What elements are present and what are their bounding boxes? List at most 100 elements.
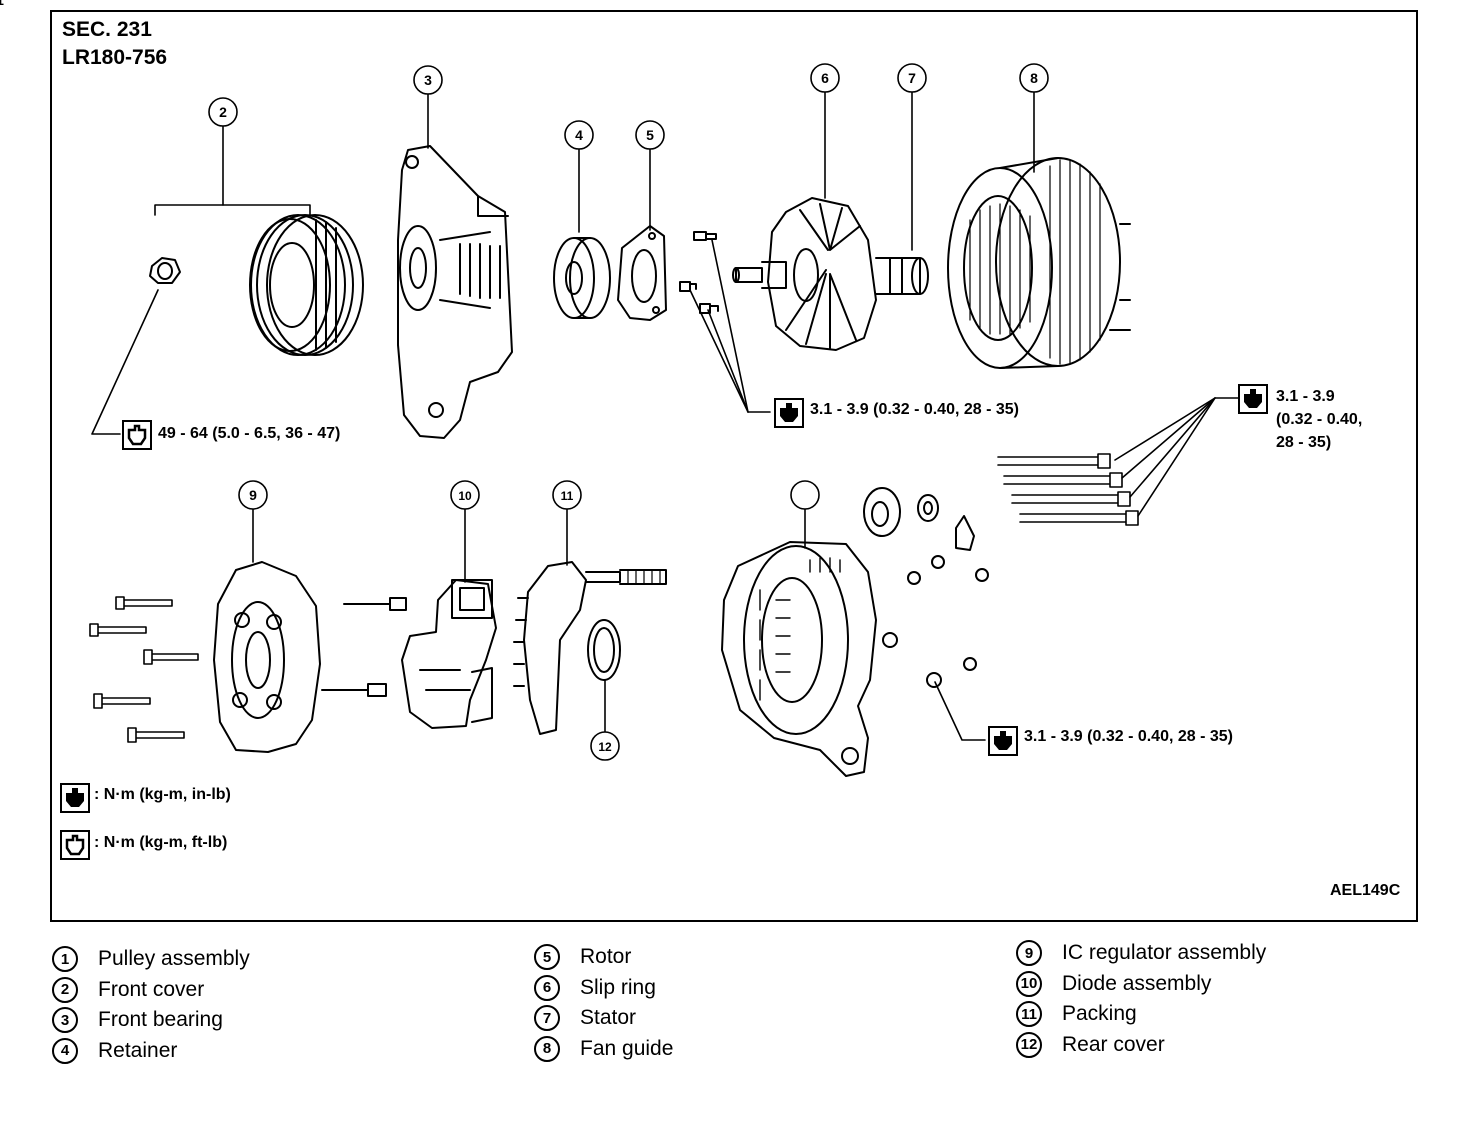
- part-label: Front bearing: [98, 1008, 223, 1032]
- parts-list-item: 5 Rotor: [534, 942, 673, 973]
- callout-number-6: 6: [821, 70, 829, 86]
- part-number: 10: [1016, 970, 1042, 997]
- part-label: Rotor: [580, 945, 632, 969]
- front-bearing-shape: [553, 237, 611, 319]
- parts-list-column-1: 1 Pulley assembly 2 Front cover 3 Front bea…: [52, 944, 250, 1066]
- part-number: 4: [52, 1037, 78, 1064]
- callout-11: [590, 731, 620, 761]
- parts-list-column-2: 5 Rotor 6 Slip ring 7 Stator 8 Fan guide: [534, 942, 673, 1064]
- part-label: Front cover: [98, 977, 205, 1001]
- callout-number-4: 4: [575, 127, 583, 143]
- fan-guide-shape: [213, 561, 321, 753]
- part-number: 7: [534, 1005, 560, 1032]
- legend-inlb-wrench-icon: [60, 783, 90, 813]
- front-cover-shape: [397, 145, 513, 439]
- parts-list-item: 2 Front cover: [52, 975, 250, 1006]
- part-label: Fan guide: [580, 1036, 674, 1060]
- torque-spec-bolts-line3: 28 - 35): [1276, 434, 1332, 451]
- callout-number-1: 1: [0, 0, 4, 8]
- parts-list-item: 6 Slip ring: [534, 973, 673, 1004]
- part-number: 11: [1016, 1001, 1042, 1028]
- retainer-shape: [617, 225, 667, 321]
- rotor-shape: [732, 197, 877, 351]
- part-number: 8: [534, 1035, 560, 1062]
- part-number: 1: [52, 946, 78, 973]
- leader-lines: [91, 91, 1241, 741]
- callout-number-11: 11: [561, 489, 574, 503]
- diode-assembly-shape: [513, 561, 667, 735]
- callout-number-9: 9: [249, 487, 257, 503]
- parts-list-item: 12 Rear cover: [1016, 1030, 1266, 1061]
- callout-9: [450, 480, 480, 510]
- part-number: 12: [1016, 1031, 1042, 1058]
- pulley-shape: [249, 214, 364, 356]
- callout-1: [208, 97, 238, 127]
- retainer-screws-shape: [679, 231, 719, 314]
- part-label: Slip ring: [580, 975, 656, 999]
- parts-list-item: 3 Front bearing: [52, 1005, 250, 1036]
- part-label: Diode assembly: [1062, 971, 1212, 995]
- callout-2: [413, 65, 443, 95]
- model-number: LR180-756: [62, 46, 168, 69]
- part-label: Packing: [1062, 1002, 1137, 1026]
- part-number: 9: [1016, 940, 1042, 967]
- callout-10: [552, 480, 582, 510]
- callout-12: [790, 480, 820, 510]
- callout-number-7: 7: [908, 70, 916, 86]
- callout-7: [1019, 63, 1049, 93]
- legend-ftlb-wrench-icon: [60, 830, 90, 860]
- callout-circles: [208, 63, 1049, 761]
- part-label: Pulley assembly: [98, 947, 250, 971]
- parts-list-item: 1 Pulley assembly: [52, 944, 250, 975]
- parts-list-item: 11 Packing: [1016, 999, 1266, 1030]
- part-number: 6: [534, 974, 560, 1001]
- section-number: SEC. 231: [62, 18, 152, 41]
- legend-inlb: : N·m (kg-m, in-lb): [94, 786, 231, 803]
- packing-shape: [587, 619, 621, 681]
- callout-8: [238, 480, 268, 510]
- torque-wrench-inlb-icon: [1238, 384, 1268, 414]
- diagram-frame: [50, 10, 1418, 922]
- slip-ring-shape: [875, 257, 929, 295]
- rear-cover-shape: [721, 541, 877, 777]
- rear-hardware-shape: [863, 487, 989, 688]
- callout-3: [564, 120, 594, 150]
- callout-number-10: 10: [458, 489, 472, 503]
- part-number: 2: [52, 976, 78, 1003]
- part-label: Rear cover: [1062, 1032, 1165, 1056]
- fan-guide-screws-shape: [89, 596, 199, 743]
- stator-shape: [947, 157, 1131, 369]
- parts-list-item: 9 IC regulator assembly: [1016, 938, 1266, 969]
- part-number: 3: [52, 1007, 78, 1034]
- callout-number-8: 8: [1030, 70, 1038, 86]
- callout-number-12: 12: [598, 740, 612, 754]
- callout-6: [897, 63, 927, 93]
- parts-list-item: 8 Fan guide: [534, 1034, 673, 1065]
- callout-number-5: 5: [646, 127, 654, 143]
- ic-regulator-shape: [321, 579, 497, 729]
- torque-spec-bolts-line2: (0.32 - 0.40,: [1276, 411, 1363, 428]
- torque-spec-bolts-line1: 3.1 - 3.9: [1276, 388, 1335, 405]
- torque-spec-pulley-nut: 49 - 64 (5.0 - 6.5, 36 - 47): [158, 425, 341, 442]
- callout-number-2: 2: [219, 104, 227, 120]
- torque-spec-rotor-screws: 3.1 - 3.9 (0.32 - 0.40, 28 - 35): [810, 401, 1020, 418]
- parts-list-item: 7 Stator: [534, 1003, 673, 1034]
- parts-list-item: 4 Retainer: [52, 1036, 250, 1067]
- callout-4: [635, 120, 665, 150]
- figure-reference: AEL149C: [1330, 882, 1401, 899]
- part-number: 5: [534, 944, 560, 971]
- torque-wrench-inlb-icon: [774, 398, 804, 428]
- legend-ftlb: : N·m (kg-m, ft-lb): [94, 834, 228, 851]
- part-label: Stator: [580, 1006, 637, 1030]
- through-bolts-shape: [997, 453, 1139, 526]
- torque-wrench-ftlb-icon: [122, 420, 152, 450]
- part-label: IC regulator assembly: [1062, 941, 1267, 965]
- pulley-nut-shape: [149, 257, 181, 284]
- callout-5: [810, 63, 840, 93]
- torque-spec-rear-nuts: 3.1 - 3.9 (0.32 - 0.40, 28 - 35): [1024, 728, 1234, 745]
- parts-list-item: 10 Diode assembly: [1016, 969, 1266, 1000]
- part-label: Retainer: [98, 1038, 178, 1062]
- torque-wrench-inlb-icon: [988, 726, 1018, 756]
